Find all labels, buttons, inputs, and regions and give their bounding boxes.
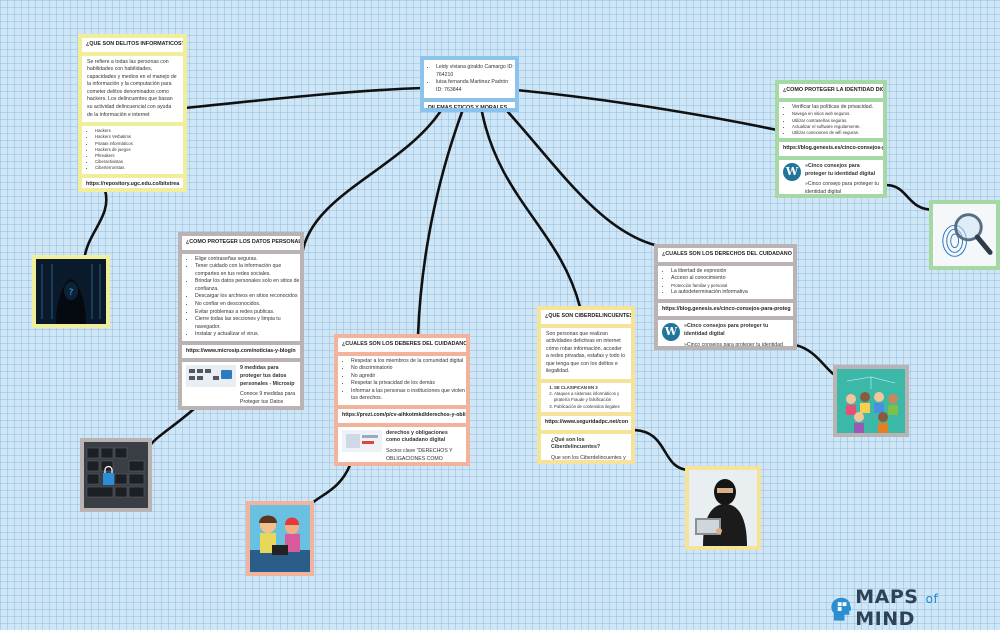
logo-maps: MAPS	[855, 586, 919, 608]
identidad-node[interactable]: ¿COMO PROTEGER LA IDENTIDAD DIGIT/ Verif…	[775, 80, 887, 198]
derechos-url[interactable]: https://blog.genesis.es/cinco-consejos-p…	[662, 305, 791, 312]
identidad-item: Utilizar contraseñas seguras.	[792, 118, 883, 124]
ciber-url[interactable]: https://www.seguridadpc.net/con	[545, 418, 629, 425]
head-puzzle-icon	[831, 597, 852, 621]
magnifier-fingerprint-image-icon[interactable]	[929, 200, 1000, 270]
delitos-item: Hackers Verbatims	[95, 134, 183, 140]
prezi-thumb-icon	[342, 429, 382, 452]
identidad-title: ¿COMO PROTEGER LA IDENTIDAD DIGIT/	[783, 87, 883, 93]
identidad-link-card[interactable]: W »Cinco consejos para proteger tu ident…	[779, 160, 883, 195]
link-photo-hacker	[83, 188, 108, 257]
maps-of-mind-logo: MAPS of MIND	[830, 586, 1000, 630]
svg-text:?: ?	[69, 288, 74, 298]
link-deberes	[416, 110, 464, 338]
link-ciber	[480, 110, 582, 309]
derechos-item: La libertad de expresión	[671, 268, 793, 276]
link-derechos	[506, 110, 657, 247]
link-photo-thief	[630, 428, 692, 472]
delitos-item: Piratas informáticos	[95, 141, 183, 147]
identidad-item: Navega en sitios web seguros.	[792, 111, 883, 117]
masked-thief-image-icon[interactable]	[685, 466, 761, 550]
deberes-node[interactable]: ¿CUALES SON LOS DEBERES DEL CUIDADANO DI…	[334, 334, 470, 466]
datos-node[interactable]: ¿COMO PROTEGER LOS DATOS PERSONALES Elig…	[178, 232, 304, 410]
central-node[interactable]: Leidy viviana giraldo Camargo ID: 764210…	[420, 56, 519, 112]
delitos-item: Phreakers	[95, 153, 183, 159]
wordpress-icon: W	[662, 323, 680, 342]
delitos-item: Hackers de juegos	[95, 147, 183, 153]
derechos-item: La autodeterminación informativa	[671, 289, 793, 297]
datos-item: Evitar problemas a redes publicas.	[195, 309, 300, 317]
datos-item: Descargar los archivos en sitios reconoc…	[195, 293, 300, 301]
delitos-item: Ciberactivistas	[95, 159, 183, 165]
derechos-item: Acceso al conocimiento	[671, 275, 793, 283]
datos-item: Cierre todas las secciones y limpia tu n…	[195, 316, 300, 331]
logo-mind: MIND	[855, 608, 915, 630]
deberes-item: Respetar la privacidad de los demás	[351, 380, 466, 388]
datos-url[interactable]: https://www.microsip.com/noticias-y-blog…	[186, 347, 296, 354]
deberes-item: No agredir	[351, 373, 466, 381]
link-photo-fingerprint	[883, 183, 937, 212]
delitos-node[interactable]: ¿QUE SON DELITOS INFORMATICOS? Se refier…	[78, 34, 187, 192]
deberes-item: No discriminatorio	[351, 365, 466, 373]
deberes-card-title: derechos y obligaciones como ciudadano d…	[386, 429, 448, 444]
datos-title: ¿COMO PROTEGER LOS DATOS PERSONALES	[186, 239, 300, 245]
ciber-item: Ataques a sistemas informáticos y pirate…	[554, 391, 631, 403]
delitos-item: Ciberterroristas	[95, 165, 183, 171]
link-datos	[300, 110, 442, 257]
link-photo-keyboard	[146, 406, 197, 452]
ciber-card-title: ¿Qué son los Ciberdelincuentes?	[551, 436, 601, 451]
hooded-hacker-image-icon[interactable]: ?	[32, 255, 110, 328]
author-2: luisa fernanda Martinez Padrón ID: 76384…	[436, 79, 515, 94]
datos-card-title: 9 medidas para proteger tus datos person…	[240, 365, 295, 387]
delitos-item: Hackers	[95, 128, 183, 134]
people-network-image-icon[interactable]	[833, 365, 909, 437]
datos-item: Brindar los datos personales solo en sit…	[195, 278, 300, 293]
datos-item: Instalar y actualizar el virus.	[195, 331, 300, 339]
ciber-card-text: Que son los Ciberdelincuentes y la difer…	[551, 454, 626, 461]
deberes-title: ¿CUALES SON LOS DEBERES DEL CUIDADANO DI…	[342, 341, 466, 347]
link-delitos	[183, 86, 425, 110]
ciber-node[interactable]: ¿QUE SON CIBERDELINCUENTES? Son personas…	[537, 306, 635, 464]
link-identidad	[514, 88, 779, 132]
link-photo-cartoon	[308, 463, 352, 507]
logo-of: of	[925, 592, 939, 606]
identidad-item: Verificar las políticas de privacidad.	[792, 104, 883, 112]
ciber-title: ¿QUE SON CIBERDELINCUENTES?	[545, 313, 631, 319]
delitos-text: Se refiere a todas las personas con habi…	[87, 58, 177, 118]
deberes-item: Informar a las personas o instituciones …	[351, 388, 466, 403]
datos-link-card[interactable]: 9 medidas para proteger tus datos person…	[182, 362, 300, 406]
cartoon-people-image-icon[interactable]	[246, 501, 314, 576]
author-1: Leidy viviana giraldo Camargo ID: 764210	[436, 64, 515, 79]
datos-card-text: Conoce 9 medidas para Proteger tus Datos	[240, 391, 296, 405]
ciber-text: Son personas que realizan actividades de…	[546, 330, 626, 375]
deberes-card-text: Socios clave "DERECHOS Y OBLIGACIONES CO…	[386, 448, 453, 462]
deberes-item: Respetar a los miembros de la comunidad …	[351, 358, 466, 366]
delitos-title: ¿QUE SON DELITOS INFORMATICOS?	[86, 41, 183, 47]
delitos-url[interactable]: https://repository.ugc.edu.co/bitstrea	[86, 180, 180, 187]
keyboard-lock-image-icon[interactable]	[80, 438, 152, 512]
wordpress-icon: W	[783, 162, 801, 181]
datos-item: Tener cuidado con la información que com…	[195, 263, 300, 278]
datos-item: Elige contraseñas seguras.	[195, 256, 300, 264]
deberes-url[interactable]: https://prezi.com/p/cv-aihkotmkd/derecho…	[342, 412, 466, 419]
ciber-link-card[interactable]: ¿Qué son los Ciberdelincuentes? Que son …	[541, 434, 631, 461]
identidad-url[interactable]: https://blog.genesis.es/cinco-consejos-p	[783, 145, 883, 152]
identidad-item: Utilizar conexiones de wifi seguras.	[792, 130, 883, 136]
derechos-card-text: »Cinco consejos para proteger tu identid…	[684, 341, 783, 348]
derechos-link-card[interactable]: W »Cinco consejos para proteger tu ident…	[658, 320, 793, 348]
ciber-item: SE CLASIFICAN EN 3	[554, 385, 631, 391]
keyboard-thumb-icon	[186, 365, 236, 388]
identidad-card-text: »Cinco consejo para proteger tu identida…	[805, 181, 879, 195]
identidad-card-title: »Cinco consejos para proteger tu identid…	[805, 162, 876, 177]
ciber-item: Publicación de contenidos ilegales	[554, 404, 631, 410]
derechos-card-title: »Cinco consejos para proteger tu identid…	[684, 323, 769, 337]
datos-item: No confiar en desconocidos.	[195, 301, 300, 309]
central-title: DILEMAS ETICOS Y MORALES	[428, 105, 508, 112]
deberes-link-card[interactable]: derechos y obligaciones como ciudadano d…	[338, 427, 466, 462]
derechos-node[interactable]: ¿CUALES SON LOS DERECHOS DEL CUIDADANO D…	[654, 244, 797, 350]
derechos-item: Protección familiar y personal	[671, 283, 793, 289]
derechos-title: ¿CUALES SON LOS DERECHOS DEL CUIDADANO D…	[662, 251, 793, 257]
identidad-item: Actualizar el software regularmente.	[792, 124, 883, 130]
